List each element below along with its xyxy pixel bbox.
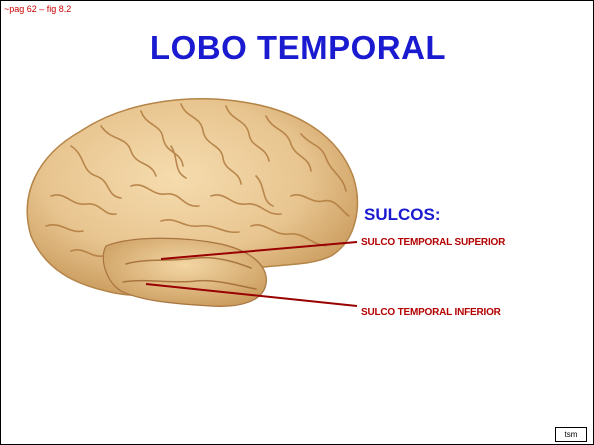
brain-illustration bbox=[26, 98, 359, 307]
label-sulco-temporal-superior: SULCO TEMPORAL SUPERIOR bbox=[361, 237, 506, 248]
label-sulco-temporal-inferior: SULCO TEMPORAL INFERIOR bbox=[361, 307, 501, 318]
footer-tag: tsm bbox=[555, 427, 587, 442]
slide-title: LOBO TEMPORAL bbox=[149, 29, 447, 66]
figure-reference: ~pag 62 – fig 8.2 bbox=[4, 4, 72, 14]
sulcos-heading: SULCOS: bbox=[364, 205, 441, 224]
